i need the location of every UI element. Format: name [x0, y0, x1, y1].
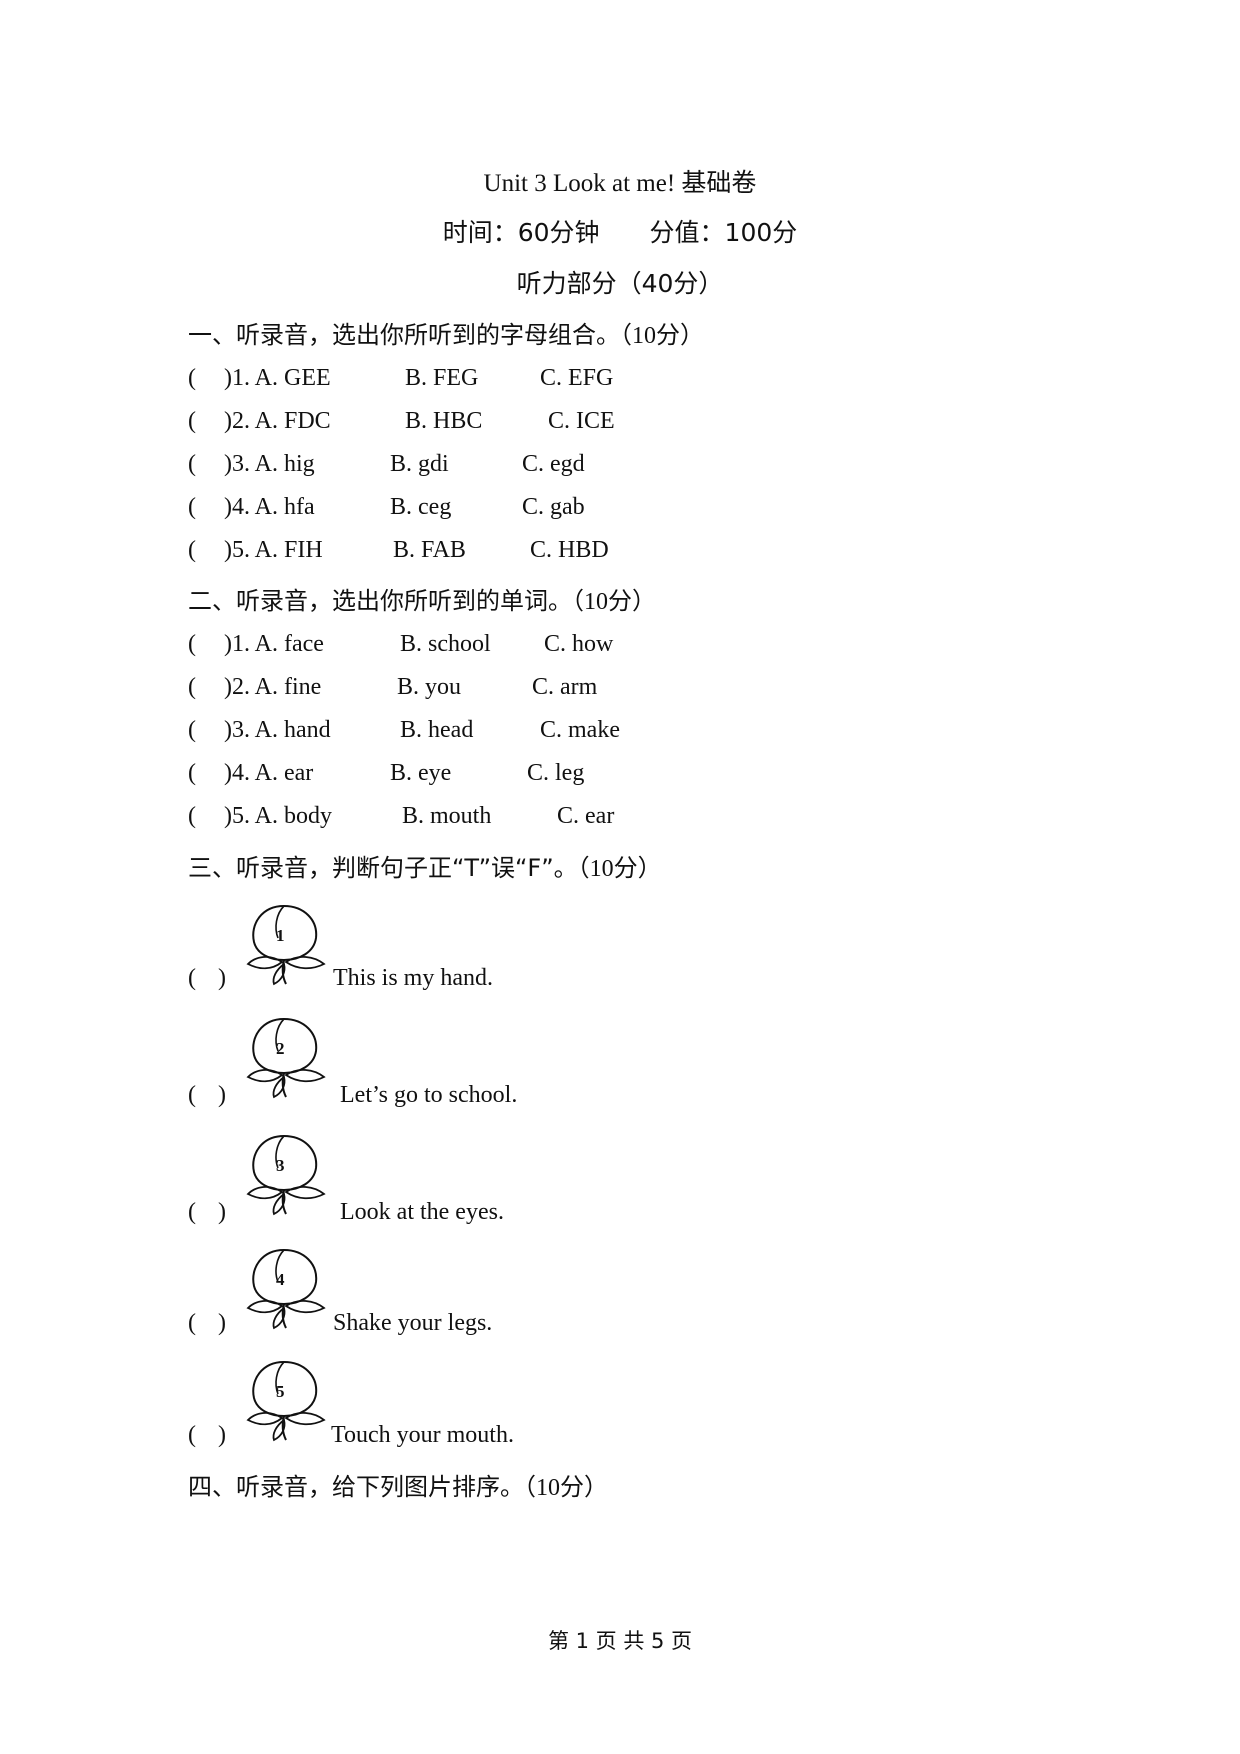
option-b: B. HBC: [405, 408, 483, 434]
answer-paren[interactable]: (): [188, 1199, 226, 1225]
option-c: C. make: [540, 717, 620, 743]
question-row: ()4. A. hfa: [188, 494, 315, 520]
answer-paren[interactable]: (): [188, 1422, 226, 1448]
question-row: ()2. A. FDC: [188, 408, 331, 434]
option-c: C. HBD: [530, 537, 609, 563]
question-row: ()3. A. hand: [188, 717, 331, 743]
section-heading: 四、听录音，给下列图片排序。（10分）: [188, 1473, 608, 1501]
peach-number: 4: [276, 1270, 285, 1289]
option-b: B. eye: [390, 760, 452, 786]
tf-sentence: Shake your legs.: [333, 1310, 493, 1336]
question-row: ()5. A. body: [188, 803, 332, 829]
exam-info: 时间：60分钟 分值：100分: [0, 213, 1240, 249]
peach-icon: 5: [246, 1360, 326, 1442]
option-c: C. ICE: [548, 408, 615, 434]
section-heading: 二、听录音，选出你所听到的单词。（10分）: [188, 587, 656, 615]
option-c: C. leg: [527, 760, 585, 786]
option-b: B. head: [400, 717, 474, 743]
answer-paren[interactable]: (): [188, 1310, 226, 1336]
exam-time: 时间：60分钟: [442, 218, 600, 247]
option-c: C. egd: [522, 451, 585, 477]
question-row: ()1. A. face: [188, 631, 324, 657]
peach-icon: 2: [246, 1017, 326, 1099]
peach-icon: 4: [246, 1248, 326, 1330]
option-c: C. gab: [522, 494, 585, 520]
page-footer: 第 1 页 共 5 页: [547, 1629, 693, 1653]
tf-sentence: Look at the eyes.: [340, 1199, 504, 1225]
question-row: ()3. A. hig: [188, 451, 315, 477]
peach-number: 3: [276, 1156, 285, 1175]
peach-number: 2: [276, 1039, 285, 1058]
question-row: ()4. A. ear: [188, 760, 314, 786]
question-row: ()5. A. FIH: [188, 537, 323, 563]
option-b: B. you: [397, 674, 462, 700]
peach-number: 1: [276, 926, 285, 945]
option-c: C. EFG: [540, 365, 614, 391]
answer-paren[interactable]: (): [188, 1082, 226, 1108]
option-b: B. school: [400, 631, 491, 657]
question-row: ()1. A. GEE: [188, 365, 331, 391]
answer-paren[interactable]: (): [188, 965, 226, 991]
exam-score: 分值：100分: [649, 218, 798, 247]
option-b: B. FAB: [393, 537, 466, 563]
peach-icon: 1: [246, 904, 326, 986]
part-heading: 听力部分（40分）: [516, 269, 724, 298]
section-heading: 一、听录音，选出你所听到的字母组合。（10分）: [188, 321, 704, 349]
option-c: C. how: [544, 631, 614, 657]
option-c: C. arm: [532, 674, 598, 700]
page-title: Unit 3 Look at me! 基础卷: [483, 170, 757, 197]
option-c: C. ear: [557, 803, 615, 829]
section-heading: 三、听录音，判断句子正“T”误“F”。（10分）: [188, 854, 662, 882]
option-b: B. gdi: [390, 451, 449, 477]
peach-icon: 3: [246, 1134, 326, 1216]
question-row: ()2. A. fine: [188, 674, 322, 700]
option-b: B. ceg: [390, 494, 452, 520]
tf-sentence: Touch your mouth.: [331, 1422, 514, 1448]
tf-sentence: Let’s go to school.: [340, 1082, 518, 1108]
tf-sentence: This is my hand.: [333, 965, 493, 991]
option-b: B. mouth: [402, 803, 492, 829]
option-b: B. FEG: [405, 365, 479, 391]
peach-number: 5: [276, 1382, 285, 1401]
